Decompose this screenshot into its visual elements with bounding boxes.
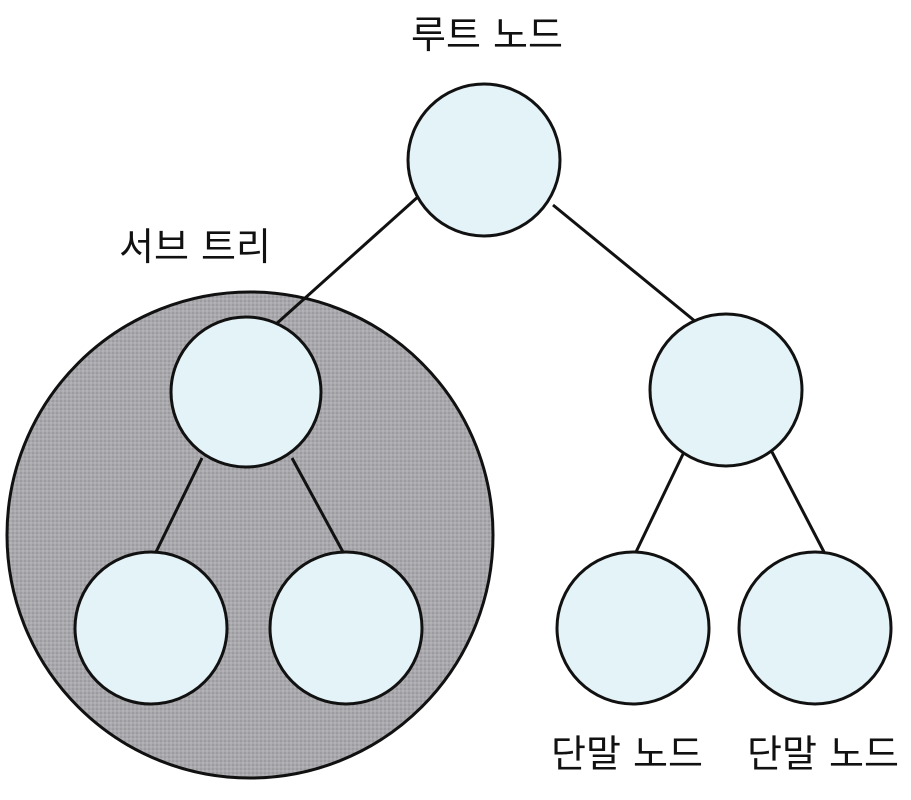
leaf-node-label-left: 단말 노드 [551, 732, 703, 776]
edge-right-leaf2 [770, 451, 826, 553]
subtree-leaf-left-node [73, 550, 229, 706]
leaf-node-label-right: 단말 노드 [747, 732, 899, 776]
left-child-node [169, 315, 323, 469]
edge-root-right [552, 203, 697, 324]
root-node [406, 82, 562, 238]
root-node-label: 루트 노드 [411, 13, 563, 57]
edge-root-left [273, 193, 422, 327]
edge-right-leaf1 [634, 451, 686, 553]
subtree-leaf-right-node [268, 550, 424, 706]
edge-left-leftright [290, 457, 345, 553]
leaf-node-1 [555, 550, 711, 706]
subtree-label: 서브 트리 [119, 225, 271, 269]
right-child-node [648, 312, 804, 468]
edge-left-leftleft [154, 457, 204, 553]
leaf-node-2 [737, 550, 893, 706]
